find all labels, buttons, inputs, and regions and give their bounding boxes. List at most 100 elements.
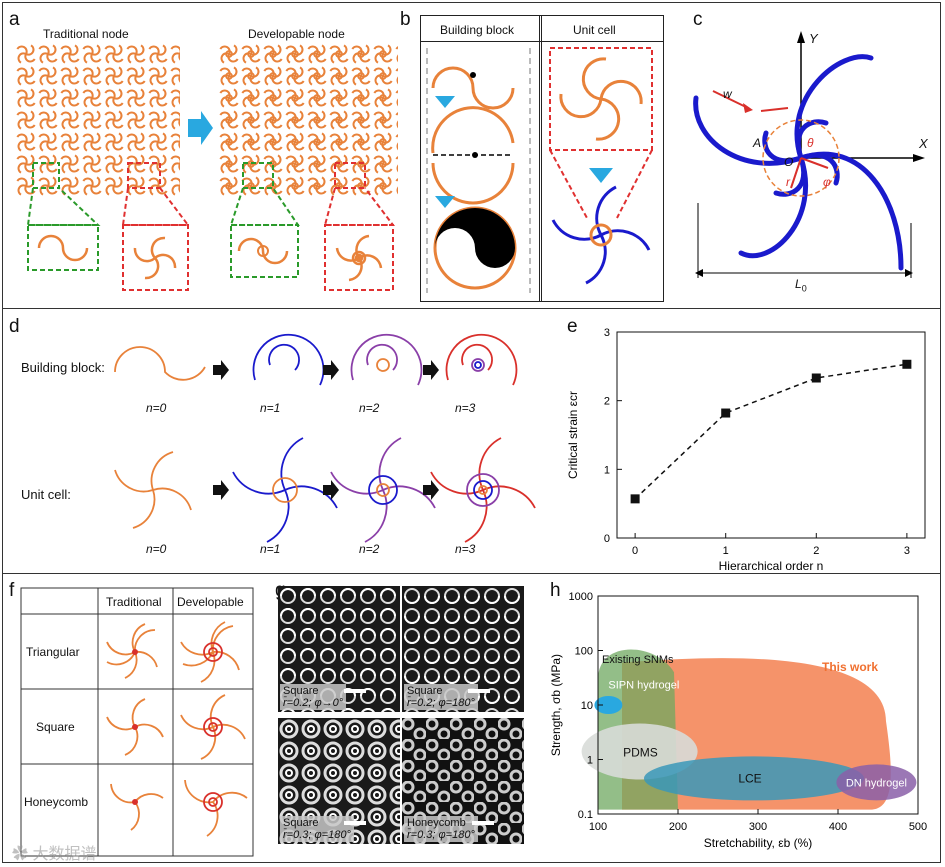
building-block-header: Building block <box>440 23 515 37</box>
divider-row1 <box>2 308 941 309</box>
scale-bar <box>344 689 366 693</box>
caption-g3-l2: r̄=0.3; φ=180° <box>283 829 351 841</box>
caption-g1-l2: r̄=0.2; φ→0° <box>283 697 344 709</box>
x-tick-label: 2 <box>813 545 819 557</box>
x-tick-label: 200 <box>669 821 687 833</box>
origin-label: O <box>784 155 794 169</box>
building-block-illustrations <box>426 47 653 293</box>
uc-order-0: n=0 <box>146 542 167 556</box>
label-pdms: PDMS <box>623 745 658 759</box>
x-tick-label: 3 <box>904 545 910 557</box>
r-label: r <box>786 175 790 189</box>
panel-e-label: e <box>567 316 578 337</box>
uc-order-1: n=1 <box>260 542 281 556</box>
theta-label: θ <box>807 136 814 150</box>
y-tick-label: 0 <box>604 533 610 545</box>
caption-g2-l2: r̄=0.2; φ=180° <box>407 697 475 709</box>
y-axis-title: Strength, σb (MPa) <box>549 654 563 756</box>
panel-h-label: h <box>550 580 561 601</box>
x-tick-label: 500 <box>909 821 927 833</box>
x-axis-title: Stretchability, εb (%) <box>704 836 813 850</box>
label-dn-hydrogel: DN hydrogel <box>846 777 907 789</box>
unit-cell-header: Unit cell <box>573 23 616 37</box>
panel-f-label: f <box>9 580 15 601</box>
uc-order-3: n=3 <box>455 542 476 556</box>
length-label: L0 <box>795 277 807 293</box>
bb-order-3: n=3 <box>455 401 476 415</box>
lattice-illustrations <box>15 43 398 291</box>
x-tick-label: 400 <box>829 821 847 833</box>
col-traditional: Traditional <box>106 595 162 609</box>
caption-g3-l1: Square <box>283 817 319 829</box>
caption-g4-l2: r̄=0.3; φ=180° <box>407 829 475 841</box>
y-tick-label: 3 <box>604 327 610 339</box>
label-sipn-1: SIPN hydrogel <box>608 680 679 692</box>
developable-node-title: Developable node <box>248 27 345 41</box>
watermark-text: 大数据谱 <box>32 846 97 863</box>
y-tick-label: 2 <box>604 396 610 408</box>
x-axis-title: Hierarchical order n <box>719 559 824 572</box>
scale-bar <box>472 821 494 825</box>
x-tick-label: 0 <box>632 545 638 557</box>
phi-label: φ <box>823 175 831 189</box>
x-tick-label: 100 <box>589 821 607 833</box>
y-tick-label: 1 <box>604 464 610 476</box>
divider-row2 <box>2 573 941 574</box>
header-divider <box>420 41 663 42</box>
y-tick-label: 100 <box>575 646 593 658</box>
panel-c: c Y X w A O θ r φ L0 <box>683 3 942 303</box>
region-lce <box>644 756 864 801</box>
watermark-icon: ✿ <box>12 846 33 863</box>
panel-d-label: d <box>9 316 20 337</box>
plot-frame <box>616 331 926 539</box>
data-point <box>902 359 912 369</box>
x-axis-label: X <box>919 136 928 151</box>
y-tick-label: 1000 <box>569 591 593 603</box>
data-point <box>721 408 731 418</box>
caption-g4-l1: Honeycomb <box>407 817 466 829</box>
caption-g2-l1: Square <box>407 685 443 697</box>
unit-cell-frame <box>539 15 664 302</box>
scale-bar <box>468 689 490 693</box>
building-block-row-label: Building block: <box>21 360 105 375</box>
x-tick-label: 300 <box>749 821 767 833</box>
building-block-frame <box>420 15 542 302</box>
geometry-diagram <box>693 31 925 278</box>
label-existing-snms: Existing SNMs <box>602 654 674 666</box>
col-developable: Developable <box>177 595 244 609</box>
y-tick-label: 1 <box>587 755 593 767</box>
row-honeycomb: Honeycomb <box>24 795 89 809</box>
unit-cell-row-label: Unit cell: <box>21 487 71 502</box>
watermark: ✿ 大数据谱 <box>12 840 96 864</box>
panel-b: b Building block Unit cell <box>395 3 677 303</box>
x-tick-label: 1 <box>723 545 729 557</box>
panel-c-label: c <box>693 9 703 30</box>
series-line <box>634 363 907 500</box>
y-tick-label: 0.1 <box>578 809 593 821</box>
scale-bar <box>344 821 366 825</box>
caption-g1-l1: Square <box>283 685 319 697</box>
region-sipn <box>594 696 623 714</box>
bb-order-2: n=2 <box>359 401 380 415</box>
row-square: Square <box>36 720 75 734</box>
label-lce: LCE <box>738 771 761 785</box>
panel-d: d Building block: Unit cell: n=0 n=1 n=2… <box>3 310 543 572</box>
length-subscript: 0 <box>801 283 807 294</box>
panel-b-label: b <box>400 9 411 30</box>
width-label: w <box>723 87 732 101</box>
bb-order-1: n=1 <box>260 401 281 415</box>
row-triangular: Triangular <box>26 645 80 659</box>
lattice-table <box>20 587 254 857</box>
y-axis-label: Y <box>809 31 818 46</box>
panel-a-label: a <box>9 9 20 30</box>
